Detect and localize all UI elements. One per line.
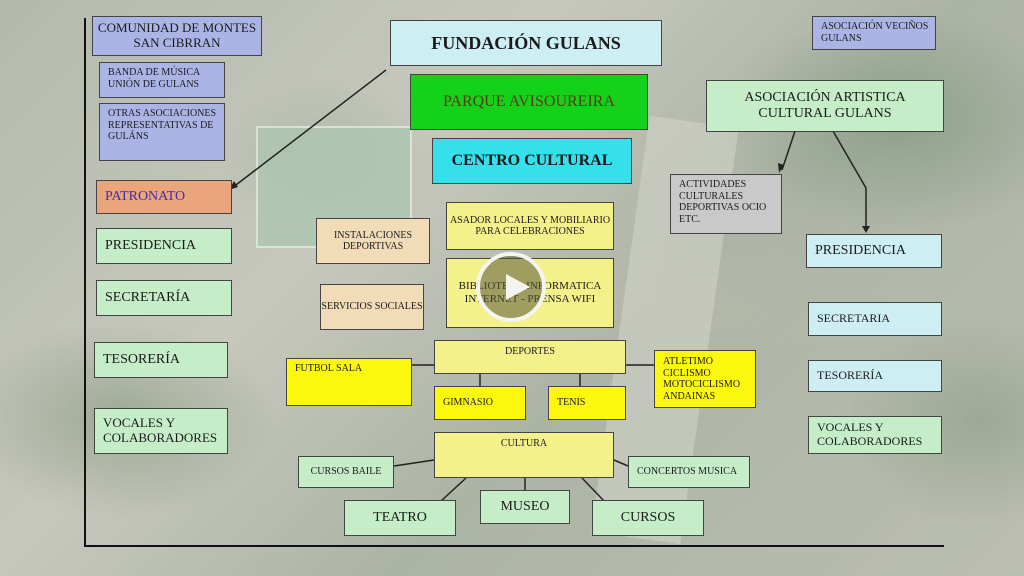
horizontal-axis-line bbox=[84, 545, 944, 547]
vocales-right-box: VOCALES Y COLABORADORES bbox=[808, 416, 942, 454]
cultura-label: CULTURA bbox=[500, 438, 548, 449]
parque-avisoureira-box: PARQUE AVISOUREIRA bbox=[410, 74, 648, 130]
tesoreria-right-label: TESORERÍA bbox=[817, 368, 883, 383]
asociacion-artistica-label: ASOCIACIÓN ARTISTICA CULTURAL GULANS bbox=[744, 89, 906, 121]
otras-asociaciones-label: OTRAS ASOCIACIONES REPRESENTATIVAS DE GU… bbox=[108, 108, 217, 142]
cursos-box: CURSOS bbox=[592, 500, 704, 536]
servicios-sociales-box: SERVICIOS SOCIALES bbox=[320, 284, 424, 330]
asociacion-vecinos-label: ASOCIACIÓN VECIÑOS GULANS bbox=[821, 21, 929, 44]
museo-label: MUSEO bbox=[500, 498, 550, 514]
fundacion-gulans-title: FUNDACIÓN GULANS bbox=[431, 32, 621, 53]
patronato-box: PATRONATO bbox=[96, 180, 232, 214]
comunidad-montes-label: COMUNIDAD DE MONTES SAN CIBRRAN bbox=[97, 20, 257, 50]
servicios-sociales-label: SERVICIOS SOCIALES bbox=[321, 301, 423, 313]
presidencia-right-box: PRESIDENCIA bbox=[806, 234, 942, 268]
deportes-box: DEPORTES bbox=[434, 340, 626, 374]
secretaria-right-box: SECRETARIA bbox=[808, 302, 942, 336]
instalaciones-deportivas-box: INSTALACIONES DEPORTIVAS bbox=[316, 218, 430, 264]
centro-cultural-label: CENTRO CULTURAL bbox=[451, 151, 613, 169]
futbol-sala-box: FUTBOL SALA bbox=[286, 358, 412, 406]
futbol-sala-label: FUTBOL SALA bbox=[295, 363, 363, 374]
concertos-musica-box: CONCERTOS MUSICA bbox=[628, 456, 750, 488]
secretaria-left-box: SECRETARÍA bbox=[96, 280, 232, 316]
atletismo-label: ATLETIMO CICLISMO MOTOCICLISMO ANDAINAS bbox=[663, 356, 741, 402]
tenis-box: TENIS bbox=[548, 386, 626, 420]
presidencia-left-box: PRESIDENCIA bbox=[96, 228, 232, 264]
fundacion-gulans-box: FUNDACIÓN GULANS bbox=[390, 20, 662, 66]
cursos-baile-box: CURSOS BAILE bbox=[298, 456, 394, 488]
atletismo-box: ATLETIMO CICLISMO MOTOCICLISMO ANDAINAS bbox=[654, 350, 756, 408]
tenis-label: TENIS bbox=[557, 397, 586, 409]
parque-avisoureira-label: PARQUE AVISOUREIRA bbox=[442, 92, 616, 110]
actividades-box: ACTIVIDADES CULTURALES DEPORTIVAS OCIO E… bbox=[670, 174, 782, 234]
asador-box: ASADOR LOCALES Y MOBILIARIO PARA CELEBRA… bbox=[446, 202, 614, 250]
asociacion-artistica-box: ASOCIACIÓN ARTISTICA CULTURAL GULANS bbox=[706, 80, 944, 132]
teatro-label: TEATRO bbox=[373, 509, 427, 525]
vocales-right-label: VOCALES Y COLABORADORES bbox=[817, 420, 923, 448]
play-button[interactable] bbox=[476, 252, 546, 322]
presidencia-right-label: PRESIDENCIA bbox=[815, 242, 907, 258]
cultura-box: CULTURA bbox=[434, 432, 614, 478]
asociacion-vecinos-box: ASOCIACIÓN VECIÑOS GULANS bbox=[812, 16, 936, 50]
museo-box: MUSEO bbox=[480, 490, 570, 524]
gimnasio-box: GIMNASIO bbox=[434, 386, 526, 420]
concertos-musica-label: CONCERTOS MUSICA bbox=[637, 466, 738, 478]
patronato-label: PATRONATO bbox=[105, 188, 186, 204]
play-icon bbox=[506, 274, 530, 300]
deportes-label: DEPORTES bbox=[505, 346, 555, 357]
tesoreria-left-label: TESORERÍA bbox=[103, 351, 180, 367]
centro-cultural-box: CENTRO CULTURAL bbox=[432, 138, 632, 184]
presidencia-left-label: PRESIDENCIA bbox=[105, 237, 197, 253]
secretaria-left-label: SECRETARÍA bbox=[105, 289, 191, 305]
vocales-left-label: VOCALES Y COLABORADORES bbox=[103, 415, 218, 445]
tesoreria-right-box: TESORERÍA bbox=[808, 360, 942, 392]
asador-label: ASADOR LOCALES Y MOBILIARIO PARA CELEBRA… bbox=[449, 214, 611, 238]
instalaciones-deportivas-label: INSTALACIONES DEPORTIVAS bbox=[333, 229, 413, 253]
cursos-label: CURSOS bbox=[620, 509, 676, 525]
banda-musica-label: BANDA DE MÚSICA UNIÓN DE GULANS bbox=[108, 67, 200, 90]
gimnasio-label: GIMNASIO bbox=[443, 397, 493, 409]
vocales-left-box: VOCALES Y COLABORADORES bbox=[94, 408, 228, 454]
comunidad-montes-box: COMUNIDAD DE MONTES SAN CIBRRAN bbox=[92, 16, 262, 56]
banda-musica-box: BANDA DE MÚSICA UNIÓN DE GULANS bbox=[99, 62, 225, 98]
actividades-label: ACTIVIDADES CULTURALES DEPORTIVAS OCIO E… bbox=[679, 179, 767, 225]
teatro-box: TEATRO bbox=[344, 500, 456, 536]
tesoreria-left-box: TESORERÍA bbox=[94, 342, 228, 378]
otras-asociaciones-box: OTRAS ASOCIACIONES REPRESENTATIVAS DE GU… bbox=[99, 103, 225, 161]
vertical-axis-line bbox=[84, 18, 86, 546]
secretaria-right-label: SECRETARIA bbox=[817, 311, 891, 326]
cursos-baile-label: CURSOS BAILE bbox=[310, 466, 382, 478]
